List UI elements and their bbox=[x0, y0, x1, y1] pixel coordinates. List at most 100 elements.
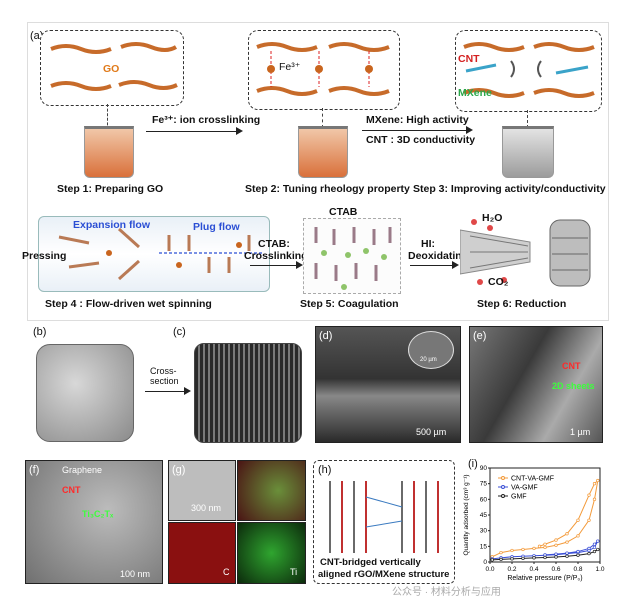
y-tick-label: 45 bbox=[480, 512, 488, 519]
panel-b-letter: (b) bbox=[33, 326, 47, 338]
panel-a-frame bbox=[27, 22, 609, 321]
data-point-0 bbox=[587, 518, 591, 522]
cnt-label-f: CNT bbox=[62, 485, 81, 495]
data-point-0 bbox=[554, 538, 558, 542]
data-point-0 bbox=[543, 545, 547, 550]
legend-label-2: GMF bbox=[511, 494, 527, 501]
step4-label: Step 4 : Flow-driven wet spinning bbox=[45, 298, 212, 310]
mxene-cnt-illustration bbox=[463, 42, 595, 98]
x-tick-label: 1.0 bbox=[595, 566, 604, 573]
data-point-1 bbox=[554, 552, 558, 556]
y-tick-label: 90 bbox=[480, 465, 488, 472]
data-point-0 bbox=[592, 497, 597, 501]
x-tick-label: 0.4 bbox=[529, 566, 538, 573]
scale-bar-e: 1 µm bbox=[570, 427, 591, 437]
panel-i-letter: (i) bbox=[468, 458, 478, 470]
data-point-0 bbox=[537, 544, 542, 548]
panel-g-letter: (g) bbox=[172, 464, 186, 476]
data-point-0 bbox=[576, 534, 580, 538]
y-axis-label: Quantity adsorbed (cm³ g⁻¹) bbox=[463, 474, 470, 555]
y-tick-label: 15 bbox=[480, 543, 488, 550]
transition-3-arrowhead bbox=[296, 261, 303, 269]
pressing-label: Pressing bbox=[22, 250, 67, 262]
go-label: GO bbox=[103, 63, 120, 75]
legend-marker-0 bbox=[501, 476, 505, 480]
data-point-1 bbox=[592, 545, 597, 550]
data-point-0 bbox=[510, 548, 514, 553]
beaker-mxene bbox=[502, 126, 554, 178]
spinning-channel: Expansion flow Plug flow bbox=[38, 216, 270, 292]
structure-caption-1: CNT-bridged vertically bbox=[320, 557, 421, 568]
mxene-label-a: MXene bbox=[458, 87, 492, 99]
data-point-0 bbox=[576, 518, 580, 522]
data-point-0 bbox=[592, 482, 597, 486]
titanium-label-g: Ti bbox=[290, 567, 298, 577]
transition-3-label-2: Crosslinking bbox=[244, 250, 308, 262]
cross-section-label-2: section bbox=[150, 376, 179, 386]
transition-2-label-1: MXene: High activity bbox=[366, 114, 469, 126]
fiber-cylinder-3d bbox=[36, 344, 134, 442]
data-point-2 bbox=[543, 555, 547, 560]
y-tick-label: 0 bbox=[483, 559, 487, 566]
data-point-1 bbox=[592, 542, 597, 546]
fe-bubble: Fe³⁺ bbox=[248, 30, 400, 110]
data-point-0 bbox=[532, 546, 536, 551]
fe-label: Fe³⁺ bbox=[279, 61, 301, 73]
go-sheets-illustration bbox=[50, 42, 178, 91]
plug-flow-label: Plug flow bbox=[193, 221, 240, 233]
zoom-lines-2 bbox=[322, 108, 324, 128]
data-point-2 bbox=[596, 547, 600, 552]
panel-h-letter: (h) bbox=[318, 464, 332, 476]
transition-4-label-1: HI: bbox=[421, 238, 435, 250]
reduction-drawing bbox=[459, 219, 591, 287]
transition-3-label-1: CTAB: bbox=[258, 238, 290, 250]
cnt-label-a: CNT bbox=[458, 53, 480, 65]
data-point-1 bbox=[543, 553, 547, 557]
step5-label: Step 5: Coagulation bbox=[300, 298, 399, 310]
aligned-structure-illustration bbox=[329, 481, 439, 553]
zoom-lines-3 bbox=[527, 110, 529, 128]
transition-4-arrow bbox=[410, 265, 452, 266]
data-point-0 bbox=[521, 547, 525, 552]
transition-3-arrow bbox=[250, 265, 296, 266]
x-tick-label: 0.6 bbox=[551, 566, 560, 573]
go-bubble: GO bbox=[40, 30, 184, 106]
structure-caption-2: aligned rGO/MXene structure bbox=[318, 569, 450, 580]
sheets-label-e: 2D sheets bbox=[552, 381, 595, 391]
series-line-1 bbox=[492, 540, 599, 560]
y-tick-label: 60 bbox=[480, 496, 488, 503]
coagulation-box bbox=[303, 218, 401, 294]
step2-label: Step 2: Tuning rheology property bbox=[245, 183, 410, 195]
fiber-cross-section-3d bbox=[194, 343, 302, 443]
sem-image-d: 20 µm (d) 500 µm bbox=[315, 326, 461, 443]
eds-carbon-g: C bbox=[168, 522, 236, 584]
step1-label: Step 1: Preparing GO bbox=[57, 183, 164, 195]
scale-bar-g: 300 nm bbox=[191, 503, 222, 513]
mxene-bubble: CNT MXene bbox=[455, 30, 602, 112]
carbon-label-g: C bbox=[223, 567, 230, 577]
legend-label-0: CNT-VA-GMF bbox=[511, 476, 554, 483]
data-point-1 bbox=[596, 539, 600, 543]
data-point-2 bbox=[499, 557, 503, 562]
transition-2-arrowhead bbox=[466, 126, 473, 134]
data-point-2 bbox=[521, 556, 525, 560]
reduction-illustration: H₂O CO₂ bbox=[459, 210, 602, 294]
transition-1-arrowhead bbox=[236, 127, 243, 135]
graphene-label-f: Graphene bbox=[62, 465, 103, 475]
data-point-0 bbox=[565, 540, 569, 544]
data-point-0 bbox=[565, 532, 569, 536]
ti3c2-label-f: Ti₃C₂Tₓ bbox=[82, 509, 114, 519]
x-axis-label: Relative pressure (P/P₀) bbox=[507, 575, 582, 582]
beaker-fe bbox=[298, 126, 348, 178]
x-tick-label: 0.2 bbox=[507, 566, 516, 573]
legend-label-1: VA-GMF bbox=[511, 485, 538, 492]
expansion-flow-label: Expansion flow bbox=[73, 219, 151, 231]
transition-2-label-2: CNT : 3D conductivity bbox=[366, 134, 476, 146]
fe-crosslink-illustration bbox=[256, 42, 390, 96]
data-point-2 bbox=[592, 549, 597, 554]
sem-inset-d bbox=[408, 331, 454, 369]
data-point-2 bbox=[587, 551, 591, 556]
sem-image-e: (e) CNT 2D sheets 1 µm bbox=[469, 326, 603, 443]
